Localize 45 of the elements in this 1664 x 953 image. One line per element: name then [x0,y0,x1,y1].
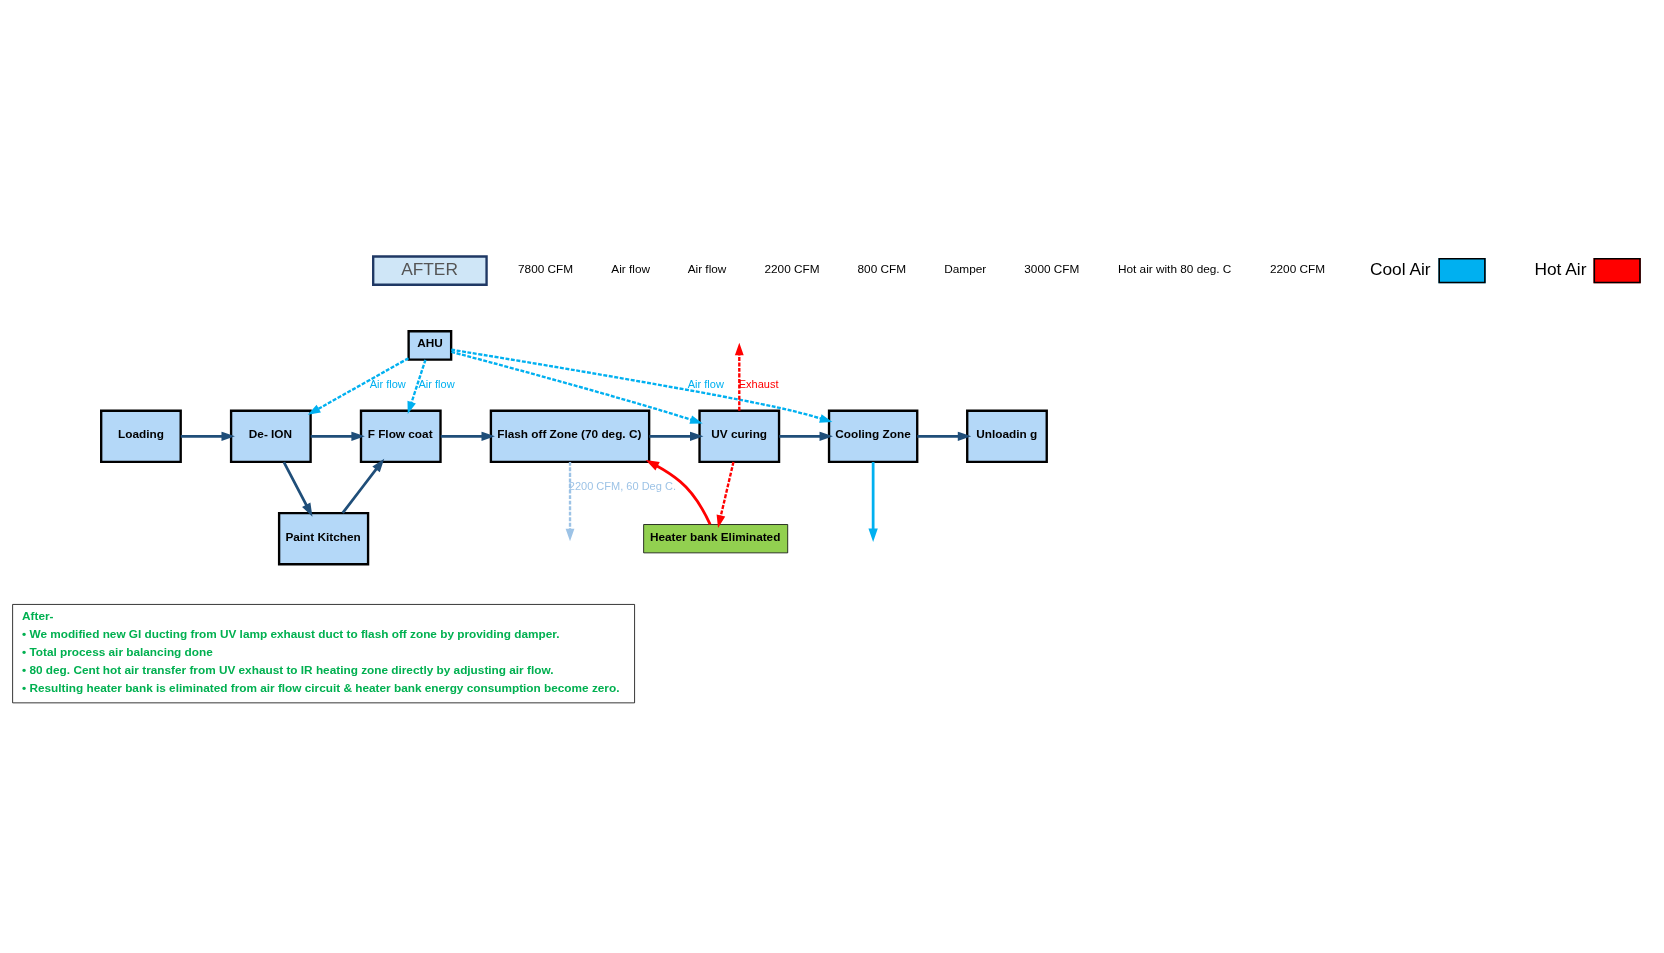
arrow [451,350,703,424]
node-box: De- ION [229,409,312,464]
node-box: Unloadin g [966,409,1048,464]
arrow [180,431,235,442]
arrow [341,458,385,514]
arrow [307,357,409,415]
label: Damper [944,262,987,277]
arrow [716,461,735,528]
arrow [440,431,495,442]
edge-label: Air flow [418,378,455,391]
label: Air flow [687,262,727,277]
arrow [407,359,427,415]
arrow [734,342,744,411]
label: 2200 CFM [1269,262,1326,277]
node-box: Heater bank Eliminated [643,524,789,554]
arrow [282,461,313,517]
node-box: F Flow coat [359,409,442,464]
legend-label: Hot Air [1534,259,1587,280]
label: Hot air with 80 deg. C [1117,262,1232,277]
node-box: UV curing [698,409,781,464]
node-box: After- • We modified new GI ducting from UV lamp exhaust duct to flash off zone by providing damper. • Total process air balancing done • 80 deg. Cent hot air transfer from UV exhaust to IR heating zone directly by adjusting air flow. • Resulting heater bank is eliminated from air flow circuit & heater bank energy consumption become zero. [12,604,635,704]
edge-label: Exhaust [738,378,779,391]
label: 800 CFM [857,262,907,277]
arrow [649,431,704,442]
label: Air flow [611,262,650,277]
edge-label: Air flow [687,378,724,391]
node-box: Loading [100,409,182,464]
arrow [451,348,833,423]
node-box: Cooling Zone [827,409,919,464]
label: 2200 CFM [764,262,820,277]
arrow [917,431,972,442]
label: 3000 CFM [1024,262,1080,277]
edge-label: Air flow [369,378,406,391]
arrow [868,462,878,542]
node-box: AHU [407,330,453,361]
arrow [779,431,833,442]
edge-label: 2200 CFM, 60 Deg C. [568,480,676,493]
arrow [565,462,575,542]
arrow [645,460,712,525]
label: 7800 CFM [518,262,574,277]
node-box: Paint Kitchen [277,511,370,566]
legend-label: Cool Air [1369,259,1431,280]
node-box: AFTER [372,255,488,286]
arrow [310,431,365,442]
node-box: Flash off Zone (70 deg. C) [489,409,651,464]
